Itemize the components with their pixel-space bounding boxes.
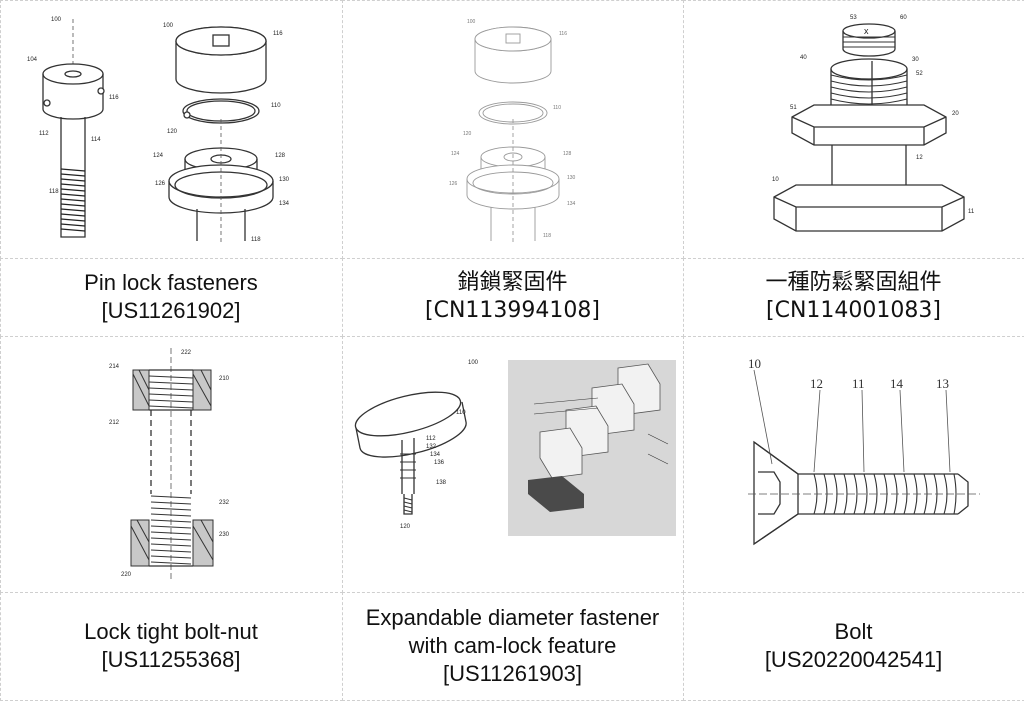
svg-text:110: 110 [271, 103, 281, 109]
svg-text:210: 210 [219, 376, 230, 382]
svg-text:138: 138 [436, 480, 447, 486]
svg-text:116: 116 [273, 31, 283, 37]
pin-lock-fastener-cn-drawing: 100 116 110 120 124 126 128 130 134 118 [363, 9, 663, 249]
svg-text:118: 118 [543, 233, 551, 239]
anti-loosening-fastener-assembly-drawing: x 53 60 40 30 52 51 20 12 [704, 9, 1004, 249]
svg-text:128: 128 [275, 153, 286, 159]
svg-text:232: 232 [219, 500, 230, 506]
figure-cell-pin-lock-fasteners: 100 104 116 118 112 114 100 116 110 120 [0, 0, 343, 259]
patent-number: [US11261903] [443, 661, 582, 686]
svg-text:14: 14 [890, 376, 904, 391]
figure-cell-expandable-diameter-fastener: 100 110 112 132 134 136 138 120 [342, 336, 684, 593]
bolt-drawing: 10 12 11 14 13 [704, 344, 1004, 584]
svg-text:60: 60 [900, 15, 907, 21]
caption-bolt: Bolt [US20220042541] [683, 592, 1024, 701]
svg-text:212: 212 [109, 420, 120, 426]
patent-number: [US20220042541] [765, 646, 942, 674]
svg-text:52: 52 [916, 71, 923, 77]
caption-expandable-diameter-fastener: Expandable diameter fastener with cam-lo… [342, 592, 684, 701]
patent-number: [US11255368] [101, 646, 240, 674]
svg-text:100: 100 [467, 19, 476, 25]
svg-text:118: 118 [251, 237, 261, 243]
svg-text:116: 116 [559, 31, 567, 37]
svg-text:118: 118 [49, 189, 59, 195]
svg-text:120: 120 [167, 129, 178, 135]
pin-lock-fastener-drawing: 100 104 116 118 112 114 100 116 110 120 [21, 9, 321, 249]
figure-cell-bolt: 10 12 11 14 13 [683, 336, 1024, 593]
figure-title: Lock tight bolt-nut [84, 618, 258, 646]
svg-text:130: 130 [279, 177, 290, 183]
svg-text:100: 100 [163, 23, 174, 29]
caption-pin-lock-fasteners-cn: 銷鎖緊固件 [CN113994108] [342, 258, 684, 337]
figure-cell-lock-tight-bolt-nut: 222 214 210 212 232 230 220 [0, 336, 343, 593]
svg-text:120: 120 [463, 131, 472, 137]
svg-text:11: 11 [852, 376, 865, 391]
lock-tight-bolt-nut-drawing: 222 214 210 212 232 230 220 [21, 344, 321, 584]
svg-text:104: 104 [27, 57, 38, 63]
patent-number: [CN114001083] [766, 297, 941, 325]
svg-text:40: 40 [800, 55, 807, 61]
figure-title: Bolt [835, 618, 873, 646]
svg-text:222: 222 [181, 350, 192, 356]
svg-text:12: 12 [810, 376, 823, 391]
figure-title: Expandable diameter fastener with cam-lo… [363, 604, 663, 688]
svg-text:100: 100 [468, 360, 479, 366]
svg-text:130: 130 [567, 175, 576, 181]
svg-text:x: x [864, 26, 869, 36]
svg-text:112: 112 [39, 131, 49, 137]
svg-text:124: 124 [451, 151, 460, 157]
patent-number: [CN113994108] [425, 297, 600, 325]
svg-text:110: 110 [553, 105, 561, 111]
svg-text:132: 132 [426, 444, 437, 450]
svg-text:116: 116 [109, 95, 119, 101]
svg-text:114: 114 [91, 137, 101, 143]
svg-text:136: 136 [434, 460, 445, 466]
svg-text:10: 10 [772, 177, 779, 183]
caption-anti-loosening-assembly: 一種防鬆緊固組件 [CN114001083] [683, 258, 1024, 337]
svg-text:12: 12 [916, 155, 923, 161]
svg-text:120: 120 [400, 524, 411, 530]
svg-text:10: 10 [748, 356, 761, 371]
svg-text:214: 214 [109, 364, 120, 370]
expandable-diameter-fastener-drawing: 100 110 112 132 134 136 138 120 [348, 344, 678, 584]
svg-text:230: 230 [219, 532, 230, 538]
figure-title: 銷鎖緊固件 [457, 269, 567, 297]
svg-text:134: 134 [430, 452, 441, 458]
svg-text:110: 110 [456, 410, 466, 416]
svg-text:20: 20 [952, 111, 959, 117]
figure-title: Pin lock fasteners [84, 269, 258, 297]
svg-text:124: 124 [153, 153, 164, 159]
svg-text:112: 112 [426, 436, 436, 442]
svg-text:13: 13 [936, 376, 949, 391]
figure-title-text: Expandable diameter fastener with cam-lo… [366, 605, 660, 658]
patent-number: [US11261902] [101, 297, 240, 325]
figure-cell-anti-loosening-assembly: x 53 60 40 30 52 51 20 12 [683, 0, 1024, 259]
svg-text:134: 134 [279, 201, 290, 207]
svg-text:11: 11 [968, 209, 975, 215]
caption-lock-tight-bolt-nut: Lock tight bolt-nut [US11255368] [0, 592, 343, 701]
svg-text:126: 126 [155, 181, 166, 187]
svg-text:134: 134 [567, 201, 576, 207]
svg-text:51: 51 [790, 105, 797, 111]
figure-title: 一種防鬆緊固組件 [765, 269, 941, 297]
svg-text:30: 30 [912, 57, 919, 63]
svg-text:128: 128 [563, 151, 572, 157]
svg-text:53: 53 [850, 15, 857, 21]
svg-text:100: 100 [51, 17, 62, 23]
figure-cell-pin-lock-fasteners-cn: 100 116 110 120 124 126 128 130 134 118 [342, 0, 684, 259]
svg-text:126: 126 [449, 181, 458, 187]
svg-text:220: 220 [121, 572, 132, 578]
caption-pin-lock-fasteners: Pin lock fasteners [US11261902] [0, 258, 343, 337]
